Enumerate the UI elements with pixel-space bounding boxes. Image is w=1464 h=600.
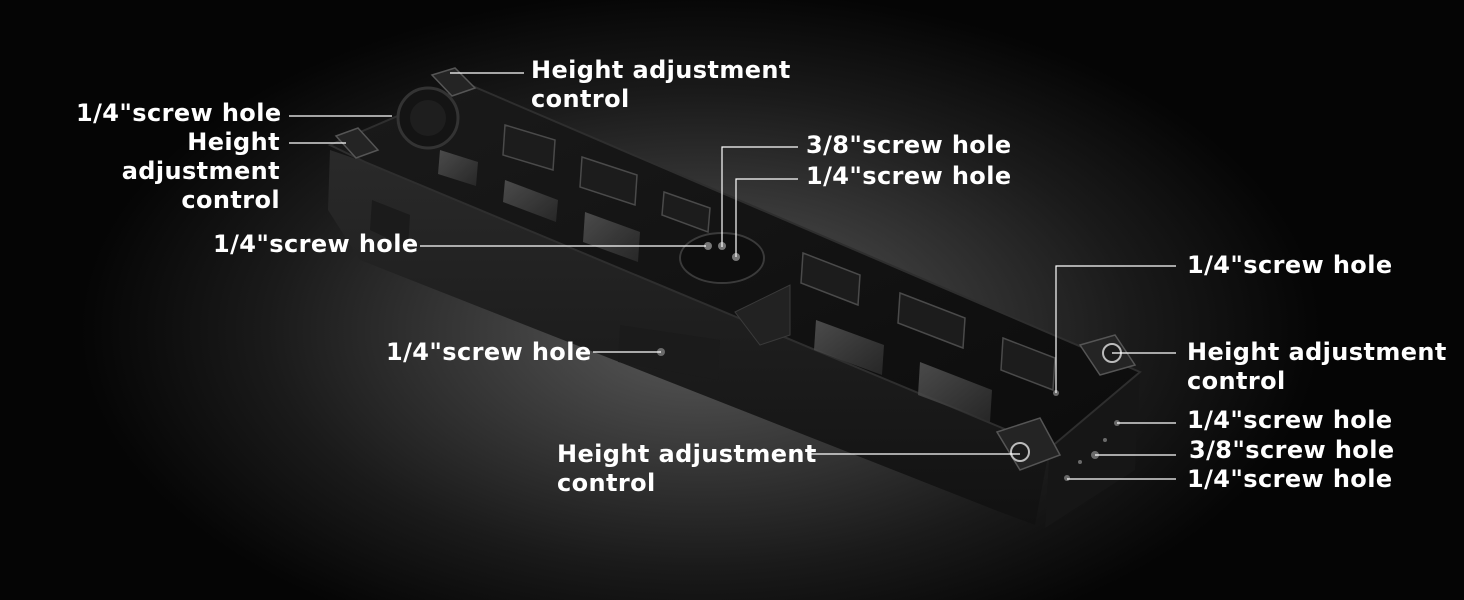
leader-lines: [289, 72, 1176, 480]
bottom-clamp: [618, 325, 720, 380]
label-screw-hole-end-2: 1/4"screw hole: [1187, 465, 1393, 493]
label-height-adjustment-bottom: Height adjustment control: [557, 440, 817, 497]
label-height-adjustment-left: Height adjustment control: [121, 128, 280, 214]
label-screw-hole-14-center-left: 1/4"screw hole: [213, 230, 419, 258]
label-screw-hole-top-left: 1/4"screw hole: [76, 99, 282, 127]
label-screw-hole-14-center-right: 1/4"screw hole: [806, 162, 1012, 190]
label-screw-hole-bottom-mid: 1/4"screw hole: [386, 338, 592, 366]
label-screw-hole-end-1: 1/4"screw hole: [1187, 406, 1393, 434]
rib-slots: [502, 124, 1056, 392]
label-screw-hole-right-top: 1/4"screw hole: [1187, 251, 1393, 279]
label-screw-hole-38-center: 3/8"screw hole: [806, 131, 1012, 159]
plate-end-face: [1045, 370, 1140, 528]
label-height-adjustment-right: Height adjustment control: [1187, 338, 1447, 395]
label-screw-hole-end-38: 3/8"screw hole: [1189, 436, 1395, 464]
label-height-adjustment-top: Height adjustment control: [531, 56, 791, 113]
